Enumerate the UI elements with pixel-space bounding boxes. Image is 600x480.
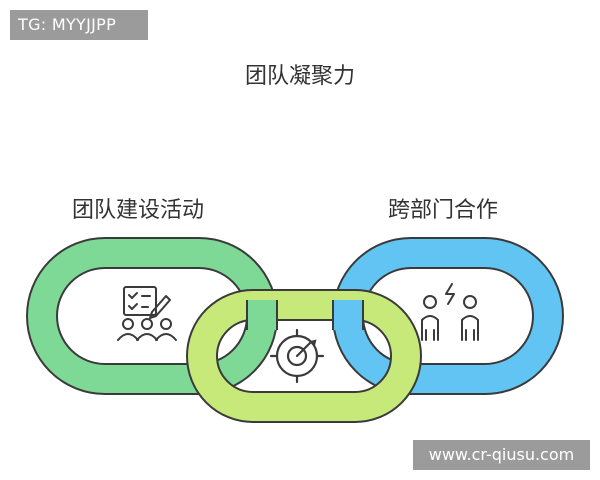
people-spark-icon	[421, 283, 479, 341]
diagram-title: 团队凝聚力	[244, 64, 355, 89]
label-cross-dept: 跨部门合作	[388, 198, 499, 223]
target-dial-icon	[269, 328, 325, 384]
tg-badge: TG: MYYJJPP	[10, 10, 148, 40]
team-checklist-icon	[117, 286, 177, 341]
site-watermark: www.cr-qiusu.com	[413, 440, 590, 470]
label-team-building: 团队建设活动	[72, 198, 205, 223]
link-center	[186, 289, 422, 423]
